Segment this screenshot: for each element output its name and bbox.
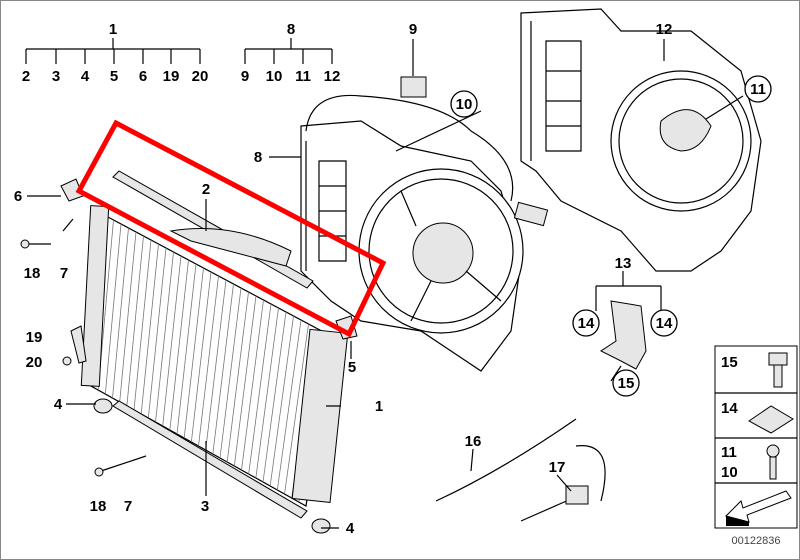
tree-1-child: 5 xyxy=(110,68,118,85)
callout: 14 xyxy=(578,315,595,332)
tree-1-child: 19 xyxy=(163,68,180,85)
bolt-18-7-lower xyxy=(100,455,147,472)
tree-1-child: 6 xyxy=(139,68,147,85)
legend-label: 15 xyxy=(721,354,738,371)
callout: 12 xyxy=(656,21,673,38)
flange-bolt-icon xyxy=(768,352,788,388)
tree-1-child: 4 xyxy=(81,68,90,85)
seal-strip-lower xyxy=(112,400,308,519)
radiator-fin xyxy=(140,243,159,415)
radiator-fin xyxy=(126,235,144,407)
fan-shroud-front xyxy=(300,94,549,372)
fastener-legend: 15 14 11 10 00122836 xyxy=(714,345,798,547)
bracket-13 xyxy=(600,300,647,370)
tree-8-child: 12 xyxy=(324,68,341,85)
callout: 8 xyxy=(254,149,262,166)
radiator-fin xyxy=(262,311,287,483)
bolt-18-7-upper xyxy=(26,218,74,245)
callout: 1 xyxy=(375,398,383,415)
callout: 7 xyxy=(124,498,132,515)
radiator-fin xyxy=(205,279,227,451)
radiator-fin xyxy=(198,275,219,447)
highlight-frame xyxy=(75,119,387,338)
radiator-fin xyxy=(190,271,212,443)
callout-tree-8: 8 9 10 11 12 xyxy=(241,21,341,85)
callout: 2 xyxy=(202,181,210,198)
callout: 6 xyxy=(14,188,22,205)
tie-holder xyxy=(565,485,589,505)
legend-label: 10 xyxy=(721,464,738,481)
clip-nut-icon xyxy=(748,405,794,434)
tree-8-child: 9 xyxy=(241,68,249,85)
rubber-mount xyxy=(311,518,331,534)
radiator-fin xyxy=(119,231,137,403)
callout: 9 xyxy=(409,21,417,38)
radiator-fin xyxy=(212,283,234,455)
callout: 18 xyxy=(24,265,41,282)
callout: 17 xyxy=(549,459,566,476)
cable-tie-17 xyxy=(520,445,606,522)
arrow-icon xyxy=(725,490,792,523)
radiator-fin xyxy=(226,291,249,463)
radiator-fin xyxy=(176,263,197,435)
radiator-fin xyxy=(133,239,152,411)
callouts: 9 10 12 11 8 2 6 18 7 19 20 4 5 1 18 7 3… xyxy=(14,21,772,537)
callout: 11 xyxy=(750,81,766,98)
clip-19 xyxy=(70,325,87,364)
radiator-fin xyxy=(248,303,272,475)
callout: 19 xyxy=(26,329,43,346)
fan-shroud-rear xyxy=(520,8,762,272)
tree-8-parent: 8 xyxy=(287,21,295,38)
radiator-fin xyxy=(183,267,204,439)
legend-label: 14 xyxy=(721,400,738,417)
radiator-fin xyxy=(104,223,122,395)
screw-icon xyxy=(766,444,780,480)
callout: 4 xyxy=(346,520,355,537)
callout: 16 xyxy=(465,433,482,450)
relay xyxy=(400,76,427,98)
deflector xyxy=(169,228,292,267)
radiator-fin xyxy=(255,307,279,479)
callout: 15 xyxy=(618,375,635,392)
callout: 5 xyxy=(348,359,356,376)
callout-tree-1: 1 2 3 4 5 6 19 20 xyxy=(22,21,209,85)
callout: 4 xyxy=(54,396,63,413)
radiator-fin xyxy=(147,247,167,419)
tree-8-child: 10 xyxy=(266,68,283,85)
radiator-fin xyxy=(112,227,129,399)
callout: 18 xyxy=(90,498,107,515)
bracket-6 xyxy=(60,178,84,202)
callout: 20 xyxy=(26,354,43,371)
radiator xyxy=(80,205,349,507)
callout: 14 xyxy=(656,315,673,332)
legend-label: 11 xyxy=(721,444,737,461)
tree-1-child: 2 xyxy=(22,68,30,85)
document-id: 00122836 xyxy=(732,535,781,547)
callout: 7 xyxy=(60,265,68,282)
radiator-fin xyxy=(276,319,302,491)
radiator-fin xyxy=(233,295,257,467)
radiator-fin xyxy=(162,255,182,427)
cable-tie-16 xyxy=(435,418,577,502)
tree-1-child: 20 xyxy=(192,68,209,85)
radiator-fin xyxy=(169,259,189,431)
rubber-mount xyxy=(93,398,113,414)
radiator-fin xyxy=(219,287,242,459)
callout: 3 xyxy=(201,498,209,515)
radiator-fin xyxy=(155,251,174,423)
callout: 10 xyxy=(456,96,473,113)
screw-20 xyxy=(62,356,72,366)
radiator-fin xyxy=(269,315,294,487)
radiator-fin xyxy=(284,323,309,495)
callout: 13 xyxy=(615,255,632,272)
tree-1-child: 3 xyxy=(52,68,60,85)
radiator-fin xyxy=(241,299,264,471)
tree-8-child: 11 xyxy=(295,68,311,85)
tree-1-parent: 1 xyxy=(109,21,117,38)
